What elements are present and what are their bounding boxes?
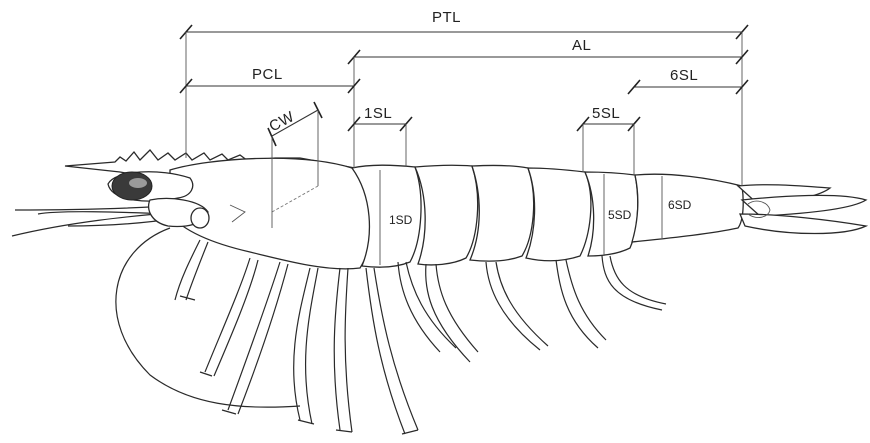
ptl-label: PTL (432, 9, 461, 26)
antennal-joint (191, 208, 209, 228)
sd6-label: 6SD (668, 198, 692, 212)
pereiopod-3 (294, 268, 318, 424)
pereiopod-5 (366, 268, 418, 434)
abdominal-segment-3 (470, 165, 534, 261)
shrimp-illustration (12, 150, 866, 434)
abdominal-segment-4 (526, 168, 591, 261)
pleopod-4 (556, 260, 606, 348)
sl6-label: 6SL (670, 67, 698, 84)
pereiopod-1 (205, 258, 258, 376)
sd5-label: 5SD (608, 208, 632, 222)
al-label: AL (572, 37, 591, 54)
pereiopod-4 (334, 268, 352, 432)
abdominal-segment-2 (415, 165, 478, 265)
pcl-label: PCL (252, 66, 283, 83)
sl5-label: 5SL (592, 105, 620, 122)
sl1-label: 1SL (364, 105, 392, 122)
pereiopod-2 (228, 262, 288, 414)
pleopod-3 (486, 262, 548, 350)
pleopod-5 (602, 256, 666, 310)
telson (742, 195, 866, 216)
uropod-lower (740, 214, 866, 234)
sd1-label: 1SD (389, 213, 413, 227)
eye-highlight (129, 178, 147, 188)
cw-label: CW (266, 108, 297, 135)
third-maxilliped (175, 240, 208, 300)
pleopod-2 (426, 264, 478, 362)
